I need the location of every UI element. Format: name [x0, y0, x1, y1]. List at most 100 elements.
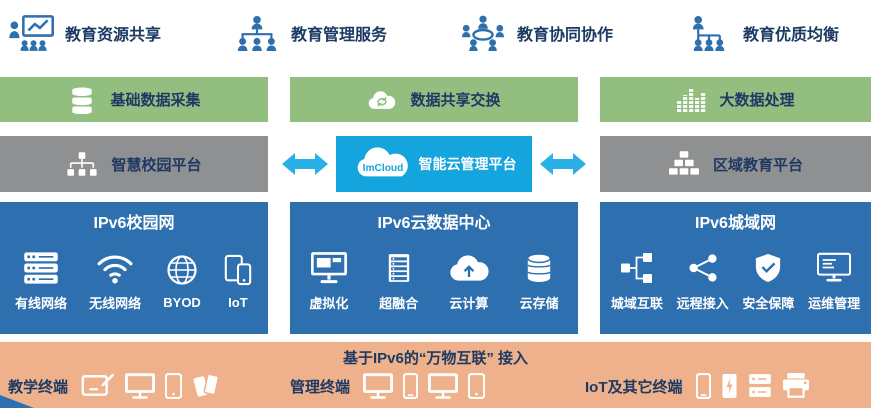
data-label: 数据共享交换: [410, 92, 501, 109]
panel-cloud-datacenter: IPv6云数据中心 虚拟化: [290, 202, 578, 334]
net-item-label: 有线网络: [15, 296, 68, 311]
cloud-upload-icon: [450, 255, 489, 281]
smartphone-icon: [403, 373, 419, 399]
pen-tablet-icon: [81, 373, 114, 396]
group-iot-terminals: IoT及其它终端: [585, 373, 863, 399]
net-item-cloud-storage: 云存储: [520, 251, 559, 312]
net-item-label: 远程接入: [676, 296, 729, 311]
data-box-exchange: 数据共享交换: [290, 77, 578, 122]
imcloud-brand: ImCloud: [362, 163, 403, 174]
platform-layer: 智慧校园平台 ImCloud 智能云管理平台: [0, 136, 871, 192]
double-arrow-icon: [282, 150, 328, 178]
cloud-platform-label: 智能云管理平台: [418, 156, 517, 172]
org-chart-people-icon: [234, 15, 280, 51]
platform-label: 智慧校园平台: [111, 156, 202, 174]
panel-metro-network: IPv6城域网 城域互联 远程接入: [600, 202, 871, 334]
panel-items: 有线网络 无线网络: [2, 233, 266, 328]
net-item-label: 城域互联: [610, 296, 663, 311]
group-label: IoT及其它终端: [585, 378, 683, 396]
globe-icon: [167, 255, 197, 285]
group-teaching-terminals: 教学终端: [8, 373, 290, 399]
group-management-terminals: 管理终端: [290, 373, 585, 399]
database-disks-icon: [67, 86, 97, 114]
net-item-wired: 有线网络: [15, 251, 67, 312]
net-item-ops-management: 运维管理: [808, 251, 860, 312]
panel-items: 虚拟化 超融合: [292, 233, 576, 328]
monitor-icon: [125, 373, 156, 399]
presentation-people-icon: [8, 15, 54, 51]
app-box-quality-balance: 教育优质均衡: [678, 4, 871, 62]
platform-center: ImCloud 智能云管理平台: [282, 136, 586, 192]
smartphone-icon: [695, 373, 711, 399]
net-item-label: 虚拟化: [309, 296, 349, 311]
data-box-bigdata: 大数据处理: [600, 77, 871, 122]
net-item-metro-interconnect: 城域互联: [611, 251, 663, 312]
net-item-wireless: 无线网络: [89, 251, 141, 312]
net-item-label: 安全保障: [742, 296, 795, 311]
shield-check-icon: [756, 254, 781, 282]
monitor-icon: [363, 373, 394, 399]
panel-title: IPv6城域网: [695, 215, 776, 232]
app-box-management-service: 教育管理服务: [226, 4, 419, 62]
building-blocks-icon: [668, 150, 700, 178]
app-label: 教育优质均衡: [743, 27, 840, 44]
app-box-resource-sharing: 教育资源共享: [0, 4, 193, 62]
platform-box-campus: 智慧校园平台: [0, 136, 268, 192]
printer-icon: [782, 373, 809, 398]
net-item-hyperconverged: 超融合: [379, 251, 418, 312]
net-item-label: IoT: [228, 295, 248, 310]
net-item-cloud-computing: 云计算: [449, 251, 489, 312]
data-box-collection: 基础数据采集: [0, 77, 268, 122]
panel-items: 城域互联 远程接入 安全保障: [602, 233, 869, 328]
net-item-remote-access: 远程接入: [677, 251, 729, 312]
net-item-label: BYOD: [163, 295, 201, 310]
access-groups: 教学终端 管: [8, 368, 863, 404]
monitor-window-icon: [310, 252, 347, 284]
access-layer: 基于IPv6的“万物互联” 接入 教学终端: [0, 342, 871, 408]
imcloud-cloud-logo-icon: ImCloud: [352, 146, 414, 182]
imcloud-platform-box: ImCloud 智能云管理平台: [336, 136, 532, 192]
server-icon: [748, 374, 771, 397]
network-nodes-icon: [66, 150, 98, 178]
app-label: 教育资源共享: [65, 27, 162, 44]
app-label: 教育协同协作: [517, 27, 614, 44]
server-rack-icon: [388, 254, 409, 282]
monitor-icon: [428, 373, 459, 399]
panel-campus-network: IPv6校园网 有线网络: [0, 202, 268, 334]
bar-chart-icon: [676, 86, 707, 114]
net-item-security: 安全保障: [742, 251, 794, 312]
collaboration-table-icon: [460, 15, 506, 51]
data-layer: 基础数据采集 数据共享交换: [0, 77, 871, 122]
panel-title: IPv6云数据中心: [377, 215, 491, 232]
net-item-virtualization: 虚拟化: [309, 251, 348, 312]
wifi-icon: [97, 255, 133, 284]
net-item-byod: BYOD: [163, 253, 201, 310]
net-item-iot: IoT: [223, 253, 253, 310]
net-item-label: 运维管理: [808, 296, 861, 311]
data-label: 大数据处理: [719, 92, 795, 109]
access-layer-title: 基于IPv6的“万物互联” 接入: [342, 350, 529, 367]
double-arrow-icon: [540, 150, 586, 178]
net-item-label: 超融合: [379, 296, 419, 311]
topology-icon: [620, 253, 652, 283]
charging-device-icon: [722, 374, 736, 398]
application-layer: 教育资源共享 教育管理服务: [0, 4, 871, 62]
net-item-label: 无线网络: [89, 296, 142, 311]
tablet-icon: [165, 373, 183, 399]
net-item-label: 云计算: [449, 296, 489, 311]
group-label: 教学终端: [8, 378, 69, 396]
cloud-sync-icon: [367, 86, 397, 114]
platform-label: 区域教育平台: [712, 156, 803, 174]
app-box-collaboration: 教育协同协作: [452, 4, 645, 62]
mobile-devices-icon: [224, 254, 252, 286]
data-label: 基础数据采集: [110, 92, 201, 109]
people-network-icon: [686, 15, 732, 51]
network-layer: IPv6校园网 有线网络: [0, 202, 871, 334]
app-label: 教育管理服务: [291, 27, 388, 44]
phones-icon: [193, 373, 220, 397]
monitor-lines-icon: [817, 252, 852, 282]
group-label: 管理终端: [290, 378, 351, 396]
platform-box-regional: 区域教育平台: [600, 136, 871, 192]
tablet-icon: [468, 373, 486, 399]
